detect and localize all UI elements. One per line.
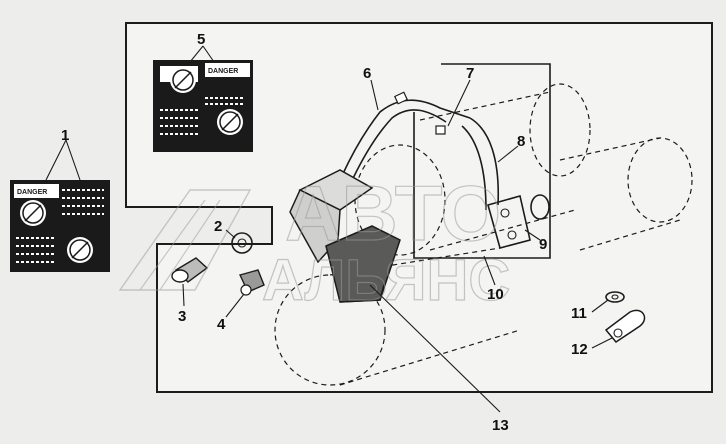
leader-7 bbox=[447, 79, 471, 127]
frame-rectangle bbox=[413, 63, 551, 259]
leader-6 bbox=[370, 79, 379, 111]
callout-7: 7 bbox=[466, 65, 474, 82]
decal-1: DANGER bbox=[10, 180, 110, 272]
callout-1: 1 bbox=[61, 127, 69, 144]
callout-12: 12 bbox=[571, 341, 588, 358]
callout-9: 9 bbox=[539, 236, 547, 253]
ghost-wheel-lower bbox=[274, 274, 386, 386]
cable-clip bbox=[393, 91, 409, 105]
leader-1 bbox=[45, 139, 81, 181]
leader-4 bbox=[225, 293, 245, 318]
watermark-logo bbox=[118, 189, 252, 291]
clamp-12 bbox=[604, 309, 646, 343]
cable-clip-2 bbox=[435, 125, 446, 135]
leader-12 bbox=[591, 337, 613, 349]
callout-4: 4 bbox=[217, 316, 226, 333]
callout-13: 13 bbox=[492, 417, 509, 434]
decal-5-warning-label: DANGER bbox=[208, 68, 238, 75]
bolt-4 bbox=[239, 269, 265, 296]
nut-3 bbox=[171, 257, 209, 283]
leader-9 bbox=[524, 229, 541, 241]
leader-8 bbox=[497, 145, 519, 163]
ghost-tube-lower bbox=[559, 137, 681, 251]
callout-2: 2 bbox=[214, 218, 222, 235]
watermark-line-2: АЛЬЯНС bbox=[262, 248, 510, 313]
harness-cable-branch bbox=[461, 117, 500, 211]
leader-11 bbox=[591, 299, 609, 313]
washer-11 bbox=[605, 291, 625, 303]
washer-2 bbox=[231, 232, 253, 254]
leader-3 bbox=[182, 283, 185, 307]
ghost-tube-upper bbox=[419, 91, 576, 251]
seat-switch bbox=[487, 194, 550, 249]
callout-3: 3 bbox=[178, 308, 186, 325]
callout-11: 11 bbox=[571, 305, 587, 322]
callout-6: 6 bbox=[363, 65, 371, 82]
callout-8: 8 bbox=[517, 133, 525, 150]
ghost-cylinder-upper bbox=[529, 83, 591, 177]
decal-5: DANGER bbox=[153, 60, 253, 152]
leader-5 bbox=[189, 45, 215, 63]
callout-10: 10 bbox=[487, 286, 504, 303]
leader-13 bbox=[369, 284, 501, 413]
watermark-line-1: АВТО bbox=[285, 169, 501, 257]
decal-1-warning-label: DANGER bbox=[17, 189, 47, 196]
leader-10 bbox=[483, 255, 496, 286]
leader-2 bbox=[225, 229, 236, 239]
callout-5: 5 bbox=[197, 31, 205, 48]
seat-bracket bbox=[289, 169, 401, 303]
